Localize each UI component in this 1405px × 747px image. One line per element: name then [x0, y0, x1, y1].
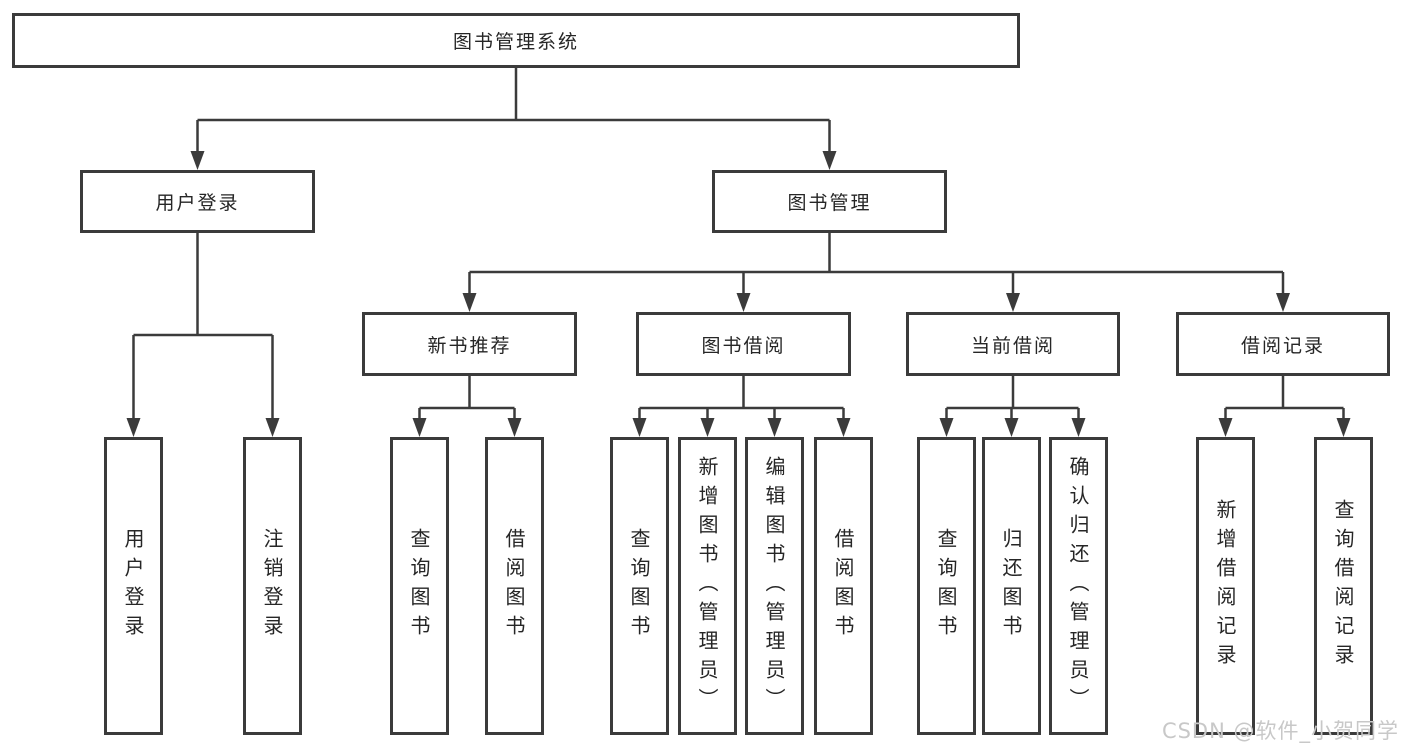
arrowhead: [507, 418, 522, 437]
node-leaf-borrow-books: 借阅图书: [814, 437, 873, 735]
node-label: 借阅图书: [502, 528, 526, 644]
arrowhead: [632, 418, 647, 437]
arrowhead: [736, 293, 751, 312]
node-leaf-add-borrow-record: 新增借阅记录: [1196, 437, 1255, 735]
watermark-text: CSDN @软件_小贺同学: [1161, 719, 1399, 743]
node-label: 当前借阅: [970, 334, 1055, 357]
node-leaf-query-books-recommend: 查询图书: [390, 437, 449, 735]
node-leaf-edit-books-admin: 编辑图书（管理员）: [745, 437, 804, 735]
node-label: 确认归还（管理员）: [1066, 455, 1090, 717]
node-label: 查询图书: [627, 528, 651, 644]
node-borrowing-records: 借阅记录: [1176, 312, 1390, 376]
node-leaf-add-books-admin: 新增图书（管理员）: [678, 437, 737, 735]
node-label: 归还图书: [999, 528, 1023, 644]
node-leaf-user-login: 用户登录: [104, 437, 163, 735]
node-label: 编辑图书（管理员）: [762, 455, 786, 717]
node-book-borrowing: 图书借阅: [636, 312, 851, 376]
arrowhead: [767, 418, 782, 437]
connector-bookmgmt-to-level3: [468, 233, 1285, 295]
node-label: 查询图书: [934, 528, 958, 644]
node-leaf-query-books-borrowing: 查询图书: [610, 437, 669, 735]
node-label: 用户登录: [121, 528, 145, 644]
node-label: 查询借阅记录: [1331, 499, 1355, 673]
arrowhead: [1336, 418, 1351, 437]
node-label: 新书推荐: [427, 334, 512, 357]
arrowhead: [939, 418, 954, 437]
node-label: 图书管理系统: [452, 31, 579, 53]
arrowhead: [1276, 293, 1290, 312]
arrowhead: [265, 418, 280, 437]
arrowhead: [190, 151, 205, 170]
node-leaf-logout: 注销登录: [243, 437, 302, 735]
connector-root-to-level2: [196, 68, 831, 153]
arrowhead: [462, 293, 477, 312]
node-leaf-query-borrow-record: 查询借阅记录: [1314, 437, 1373, 735]
node-label: 用户登录: [155, 192, 240, 214]
arrowhead: [126, 418, 141, 437]
arrowhead: [1006, 293, 1020, 312]
arrowhead: [700, 418, 715, 437]
node-leaf-confirm-return-admin: 确认归还（管理员）: [1049, 437, 1108, 735]
node-book-management: 图书管理: [712, 170, 947, 233]
node-label: 图书管理: [787, 192, 872, 214]
arrowhead: [1218, 418, 1233, 437]
node-leaf-return-books: 归还图书: [982, 437, 1041, 735]
node-new-book-recommend: 新书推荐: [362, 312, 577, 376]
connector-newbook-to-leaves: [418, 376, 516, 420]
arrowheads: [126, 151, 1351, 437]
connector-borrowing-to-leaves: [638, 376, 845, 420]
node-label: 借阅记录: [1240, 334, 1325, 357]
arrowhead: [822, 151, 837, 170]
connector-current-to-leaves: [945, 376, 1080, 420]
arrowhead: [412, 418, 427, 437]
node-leaf-query-books-current: 查询图书: [917, 437, 976, 735]
node-label: 注销登录: [260, 528, 284, 644]
node-current-borrowing: 当前借阅: [906, 312, 1120, 376]
node-library-management-system: 图书管理系统: [12, 13, 1020, 68]
node-label: 查询图书: [407, 528, 431, 644]
arrowhead: [1004, 418, 1019, 437]
node-leaf-borrow-books-recommend: 借阅图书: [485, 437, 544, 735]
node-label: 图书借阅: [701, 334, 786, 357]
node-user-login: 用户登录: [80, 170, 315, 233]
connector-userlogin-to-leaves: [132, 233, 274, 420]
node-label: 新增借阅记录: [1213, 499, 1237, 673]
arrowhead: [1071, 418, 1086, 437]
arrowhead: [836, 418, 851, 437]
node-label: 新增图书（管理员）: [695, 455, 719, 717]
connector-records-to-leaves: [1224, 376, 1345, 420]
node-label: 借阅图书: [831, 528, 855, 644]
